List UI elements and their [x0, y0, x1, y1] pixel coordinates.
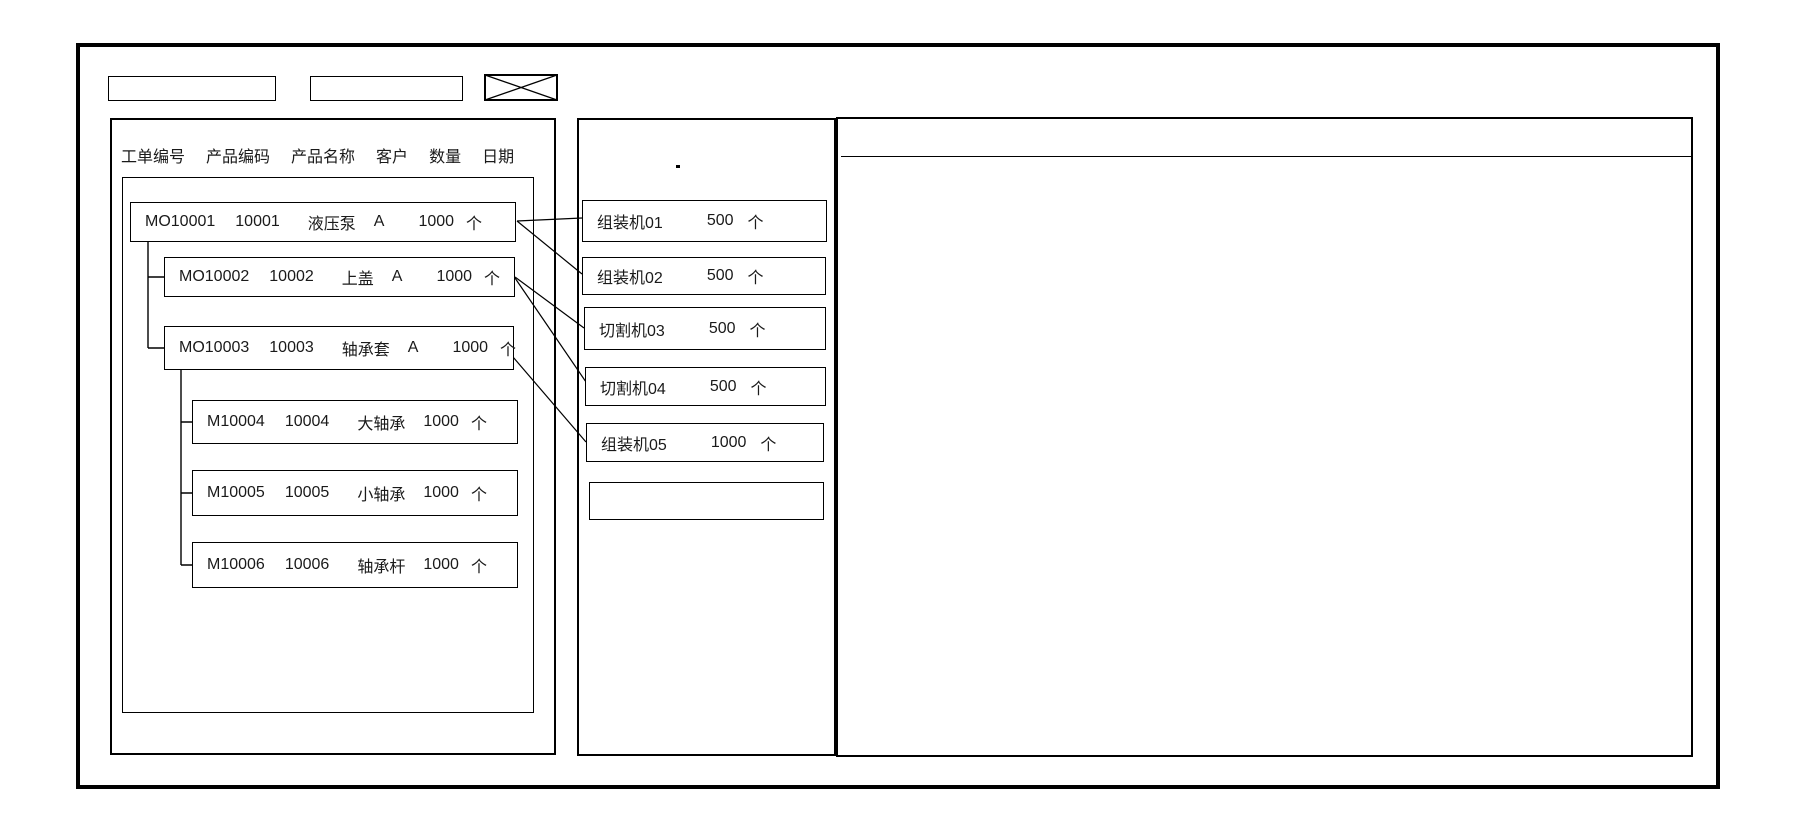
quantity: 1000: [423, 413, 459, 430]
unit: 个: [747, 270, 764, 287]
machine-name: 切割机04: [600, 380, 666, 398]
unit: 个: [760, 436, 777, 454]
order-no: MO10002: [179, 268, 250, 285]
work-order-node-MO10001[interactable]: MO10001 10001 液压泵 A 1000 个: [130, 202, 516, 242]
unit: 个: [470, 487, 487, 504]
image-placeholder-button[interactable]: [484, 74, 558, 101]
product-name: 轴承套: [341, 342, 390, 359]
customer: A: [391, 268, 403, 285]
toolbar-field-1[interactable]: [108, 76, 276, 101]
unit: 个: [747, 215, 764, 232]
quantity: 1000: [452, 339, 489, 356]
quantity: 1000: [423, 484, 459, 501]
order-no: MO10003: [179, 339, 250, 356]
machine-qty: 500: [708, 319, 736, 337]
quantity: 1000: [436, 268, 473, 285]
work-order-node-M10004[interactable]: M10004 10004 大轴承 1000 个: [192, 400, 518, 444]
product-name: 上盖: [341, 271, 374, 288]
work-order-node-MO10003[interactable]: MO10003 10003 轴承套 A 1000 个: [164, 326, 517, 370]
product-code: 10003: [269, 339, 314, 356]
machine-name: 切割机03: [599, 322, 665, 340]
unit: 个: [500, 342, 517, 359]
machine-name: 组装机01: [597, 215, 663, 232]
order-no: M10006: [207, 556, 265, 573]
column-header-qty: 数量: [429, 149, 462, 166]
machine-qty: 1000: [710, 433, 747, 451]
machine-qty: 500: [709, 377, 737, 395]
work-order-node-M10005[interactable]: M10005 10005 小轴承 1000 个: [192, 470, 518, 516]
product-code: 10005: [284, 484, 330, 501]
order-no: M10004: [207, 413, 265, 430]
machine-node-05[interactable]: 组装机05 1000 个: [586, 423, 824, 462]
product-name: 轴承杆: [357, 559, 406, 576]
column-header-order-no: 工单编号: [121, 149, 186, 166]
product-code: 10001: [235, 213, 280, 230]
order-no: M10005: [207, 484, 265, 501]
order-no: MO10001: [145, 213, 216, 230]
product-code: 10002: [269, 268, 314, 285]
product-name: 大轴承: [357, 416, 406, 433]
machine-node-02[interactable]: 组装机02 500 个: [582, 257, 826, 295]
unit: 个: [466, 216, 483, 233]
column-header-product-name: 产品名称: [291, 149, 356, 166]
unit: 个: [750, 380, 767, 398]
customer: A: [407, 339, 419, 356]
machine-qty: 500: [706, 212, 734, 229]
quantity: 1000: [418, 213, 455, 230]
product-code: 10006: [284, 556, 330, 573]
workorder-header-row: 工单编号 产品编码 产品名称 客户 数量 日期: [121, 143, 514, 167]
machine-qty: 500: [706, 267, 734, 284]
detail-panel: [836, 117, 1693, 757]
machine-node-04[interactable]: 切割机04 500 个: [585, 367, 826, 406]
dot-mark: [676, 165, 680, 168]
column-header-product-code: 产品编码: [206, 149, 271, 166]
machine-node-03[interactable]: 切割机03 500 个: [584, 307, 826, 350]
customer: A: [373, 213, 385, 230]
work-order-node-MO10002[interactable]: MO10002 10002 上盖 A 1000 个: [164, 257, 515, 297]
product-name: 液压泵: [307, 216, 356, 233]
toolbar-field-2[interactable]: [310, 76, 463, 101]
machine-name: 组装机02: [597, 270, 663, 287]
column-header-date: 日期: [482, 149, 515, 166]
unit: 个: [749, 322, 766, 340]
detail-panel-divider: [841, 156, 1692, 157]
machine-node-01[interactable]: 组装机01 500 个: [582, 200, 827, 242]
unit: 个: [470, 559, 487, 576]
work-order-node-M10006[interactable]: M10006 10006 轴承杆 1000 个: [192, 542, 518, 588]
column-header-customer: 客户: [376, 149, 409, 166]
unit: 个: [470, 416, 487, 433]
unit: 个: [484, 271, 501, 288]
crossed-box-icon: [484, 74, 558, 101]
product-name: 小轴承: [357, 487, 406, 504]
machine-node-empty[interactable]: [589, 482, 824, 520]
product-code: 10004: [284, 413, 330, 430]
quantity: 1000: [423, 556, 459, 573]
machine-name: 组装机05: [601, 436, 667, 454]
